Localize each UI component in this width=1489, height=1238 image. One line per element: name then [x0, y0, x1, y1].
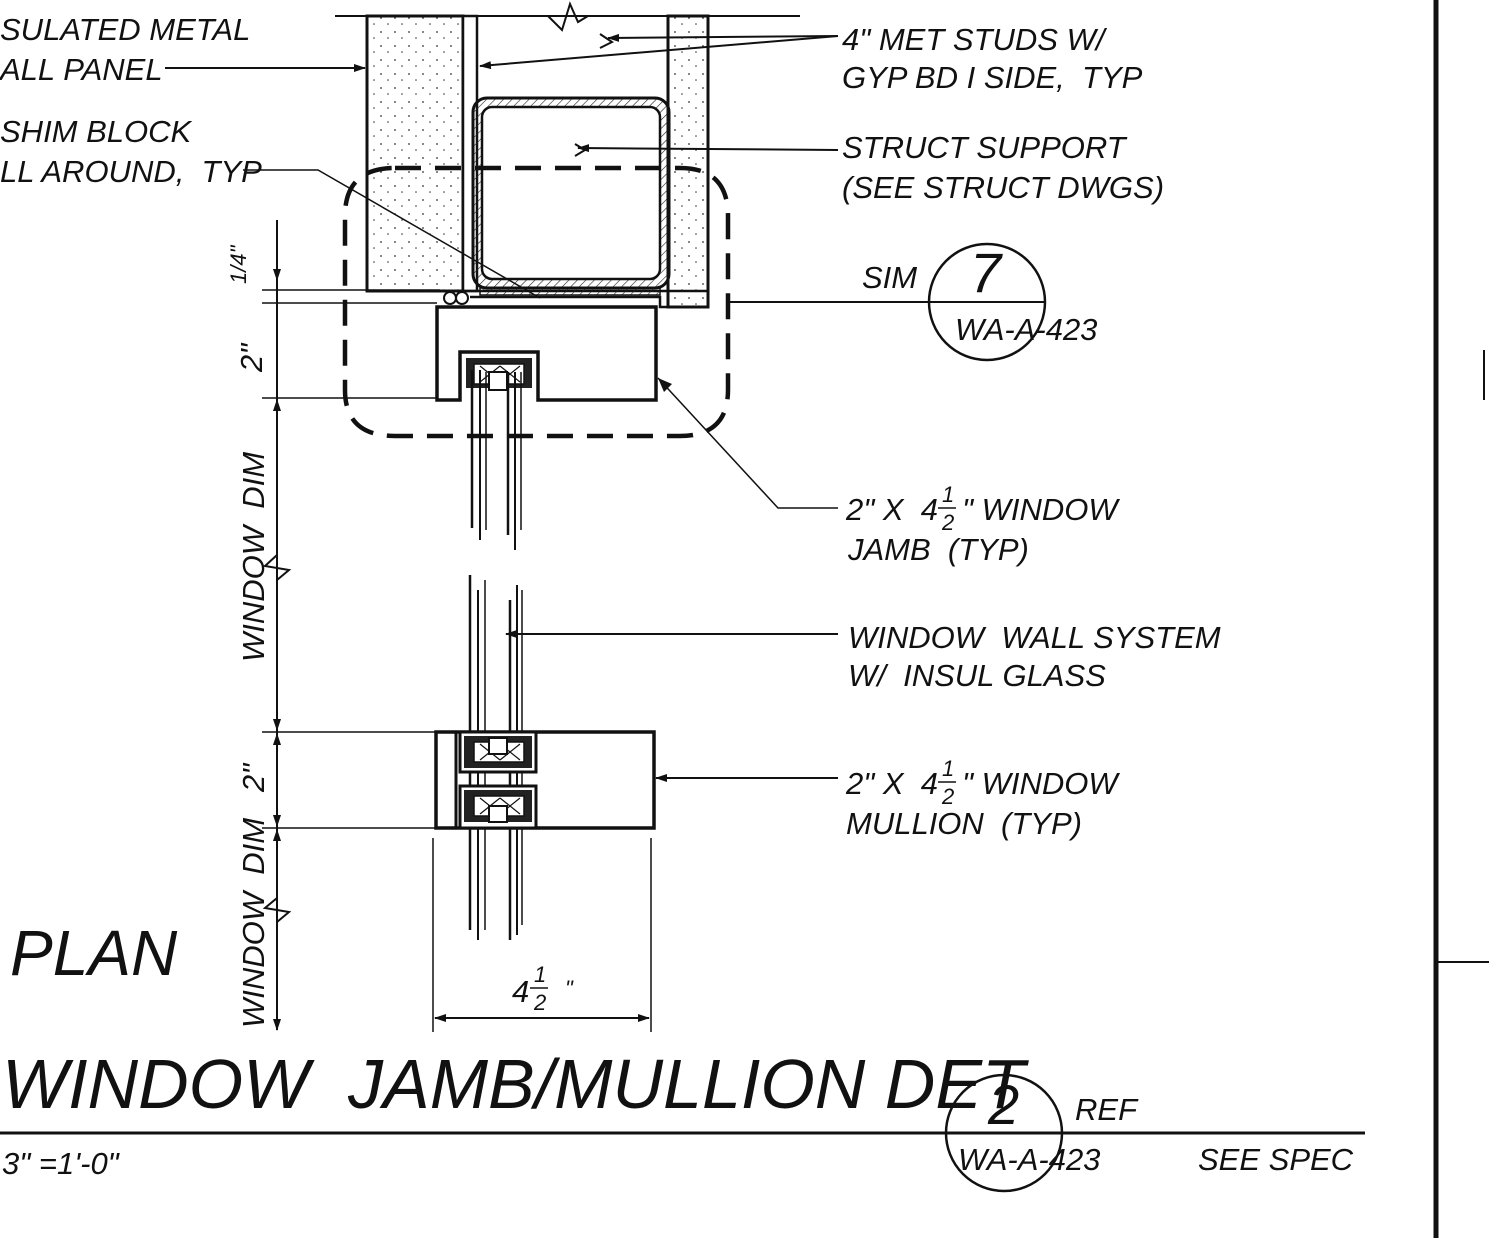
plan-label: PLAN [10, 917, 178, 989]
callout-jamb-line1a: 2" X 4 [845, 492, 938, 527]
callout-metal-panel-line1: SULATED METAL [0, 12, 250, 47]
wall-section [335, 1, 800, 309]
leader-lines [165, 33, 1046, 782]
callout-struct-line1: STRUCT SUPPORT [842, 130, 1128, 165]
frame-width-dimension [432, 838, 652, 1032]
sheet-border [1433, 0, 1489, 1238]
callout-mullion-line1a: 2" X 4 [845, 766, 938, 801]
detail-number: 2 [987, 1073, 1019, 1136]
dim-mullion-depth: 2" [236, 762, 271, 793]
dim-frame-width: 4 [512, 974, 529, 1009]
vertical-dimensions [262, 220, 440, 1031]
callout-struct-line2: (SEE STRUCT DWGS) [842, 170, 1164, 205]
gyp-board [666, 14, 710, 309]
drawing-title: WINDOW JAMB/MULLION DET [2, 1045, 1029, 1123]
callout-studs-line2: GYP BD I SIDE, TYP [842, 60, 1143, 95]
dim-frame-den: 2 [533, 990, 546, 1015]
see-spec-label: SEE SPEC [1198, 1142, 1354, 1177]
dim-window-lower: WINDOW DIM [236, 818, 271, 1028]
drawing-scale: 3" =1'-0" [2, 1146, 121, 1181]
callout-mullion-line2: MULLION (TYP) [846, 806, 1082, 841]
sim-number: 7 [970, 241, 1003, 304]
fraction-num: 1 [942, 482, 954, 507]
callout-window-wall-line1: WINDOW WALL SYSTEM [848, 620, 1221, 655]
fraction-den-2: 2 [941, 784, 954, 809]
sim-sheet: WA-A-423 [955, 312, 1097, 347]
dim-frame-unit: " [565, 976, 574, 1001]
callout-window-wall-line2: W/ INSUL GLASS [848, 658, 1106, 693]
dim-frame-num: 1 [534, 962, 546, 987]
fraction-den: 2 [941, 510, 954, 535]
dim-window: WINDOW DIM [236, 452, 271, 662]
dim-jamb-depth: 2" [234, 342, 269, 373]
fraction-num-2: 1 [942, 756, 954, 781]
callout-jamb-line1b: " WINDOW [962, 492, 1120, 527]
insulated-metal-panel [365, 14, 465, 293]
sim-reference-bubble: SIM 7 WA-A-423 [862, 241, 1097, 362]
callout-metal-panel-line2: ALL PANEL [0, 52, 163, 87]
detail-sheet: WA-A-423 [958, 1142, 1100, 1177]
callout-studs-line1: 4" MET STUDS W/ [842, 22, 1108, 57]
sim-prefix: SIM [862, 260, 917, 295]
callout-mullion-line1b: " WINDOW [962, 766, 1120, 801]
detail-boundary [342, 165, 731, 439]
detail-ref-label: REF [1075, 1092, 1139, 1127]
window-mullion [434, 730, 656, 830]
dim-shim-gap: 1/4" [226, 244, 251, 284]
callout-shim-line1: SHIM BLOCK [0, 114, 193, 149]
insulated-glass-upper [470, 370, 522, 550]
window-jamb [435, 305, 658, 402]
callout-jamb-line2: JAMB (TYP) [847, 532, 1029, 567]
detail-reference-bubble: 2 WA-A-423 REF SEE SPEC [944, 1073, 1354, 1193]
callout-shim-line2: LL AROUND, TYP [0, 154, 262, 189]
